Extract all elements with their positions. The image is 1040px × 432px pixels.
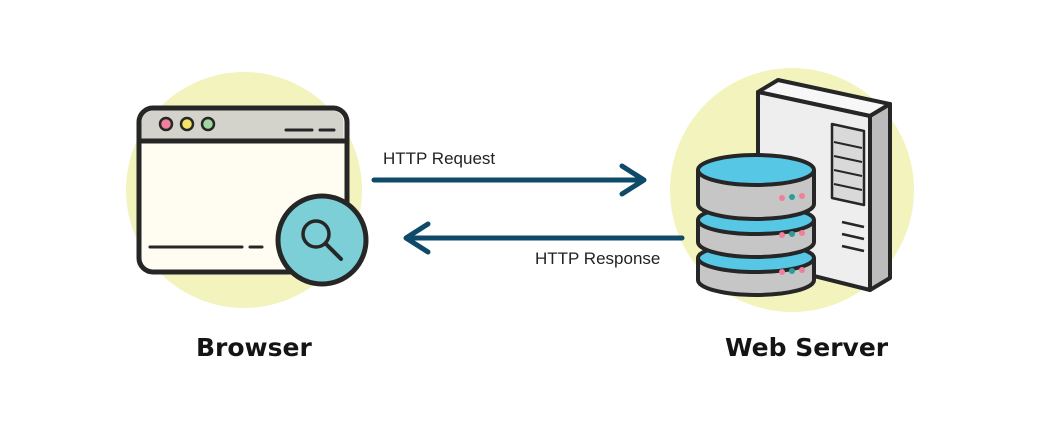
browser-title: Browser bbox=[196, 333, 312, 362]
window-close-dot bbox=[158, 116, 174, 132]
window-minimize-dot bbox=[179, 116, 195, 132]
window-maximize-dot bbox=[200, 116, 216, 132]
request-arrow bbox=[371, 163, 647, 197]
magnifier-icon bbox=[275, 193, 369, 287]
request-label: HTTP Request bbox=[383, 149, 496, 168]
response-arrow bbox=[403, 221, 685, 255]
server-title: Web Server bbox=[725, 333, 889, 362]
database-icon bbox=[696, 153, 816, 297]
response-label: HTTP Response bbox=[535, 249, 661, 268]
